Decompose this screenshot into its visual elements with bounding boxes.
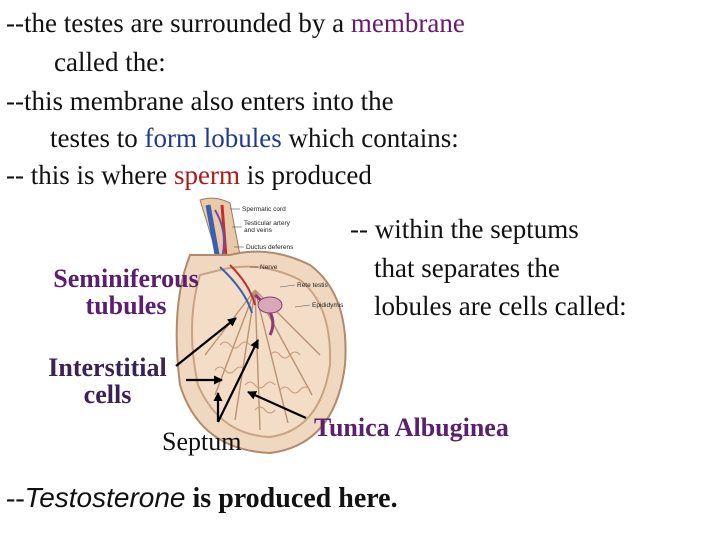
seminiferous-tubules-label: Seminiferous tubules <box>30 265 222 319</box>
intro-text: --the testes are surrounded by a <box>6 8 351 38</box>
septum-note-line-1: -- within the septums <box>350 214 579 244</box>
septum-note-line-3: lobules are cells called: <box>374 291 627 321</box>
interstitial-line-1: Interstitial <box>30 354 185 381</box>
intro-text: is produced <box>240 160 372 190</box>
septum-label: Septum <box>162 428 241 455</box>
testicular-artery-label: Testicular artery <box>244 220 291 227</box>
intro-text: -- this is where <box>6 160 174 190</box>
intro-line-5: -- this is where sperm is produced <box>6 160 372 190</box>
tunica-albuginea-label: Tunica Albuginea <box>314 414 509 441</box>
intro-line-1: --the testes are surrounded by a membran… <box>6 8 465 38</box>
rete-testis-label: Rete testis <box>297 282 328 289</box>
footer-line: --Testosterone is produced here. <box>6 483 398 514</box>
intro-line-4: testes to form lobules which contains: <box>50 123 459 153</box>
intro-line-2: called the: <box>54 47 166 77</box>
interstitial-line-2: cells <box>30 381 185 408</box>
footer-text: is produced here. <box>186 483 398 514</box>
membrane-term: membrane <box>351 8 465 38</box>
form-lobules-term: form lobules <box>145 123 282 153</box>
seminiferous-line-1: Seminiferous <box>30 265 222 292</box>
septum-note-line-2: that separates the <box>374 253 560 283</box>
footer-prefix: -- <box>6 483 25 514</box>
spermatic-cord-label: Spermatic cord <box>242 206 286 213</box>
interstitial-cells-label: Interstitial cells <box>30 354 185 408</box>
intro-text: which contains: <box>282 123 459 153</box>
nerve-label: Nerve <box>260 264 278 271</box>
and-veins-label: and veins <box>244 227 273 234</box>
seminiferous-line-2: tubules <box>30 292 222 319</box>
sperm-term: sperm <box>174 160 240 190</box>
intro-text: testes to <box>50 123 145 153</box>
ductus-deferens-label: Ductus deferens <box>246 244 294 251</box>
testosterone-term: Testosterone <box>25 482 186 513</box>
intro-line-3: --this membrane also enters into the <box>6 86 394 116</box>
epididymis-label: Epididymis <box>312 302 344 309</box>
